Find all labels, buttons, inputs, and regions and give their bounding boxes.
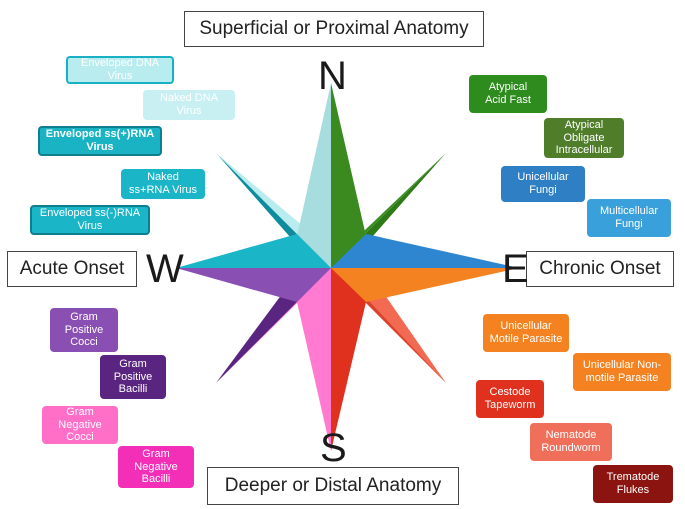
tag-naked-ss-plus-rna-virus: Naked ss+RNA Virus [121,169,205,199]
tag-trematode-flukes: Trematode Flukes [593,465,673,503]
letter-e: E [502,247,529,291]
tag-gram-negative-bacilli: Gram Negative Bacilli [118,446,194,488]
compass-point-e-top [331,234,519,268]
tag-unicellular-non-motile-parasite: Unicellular Non- motile Parasite [573,353,671,391]
letter-w: W [146,247,184,291]
tag-gram-negative-cocci: Gram Negative Cocci [42,406,118,444]
tag-enveloped-ss-minus-rna-virus: Enveloped ss(-)RNA Virus [30,205,150,235]
compass-point-w-bottom [176,268,331,302]
tag-enveloped-dna-virus: Enveloped DNA Virus [66,56,174,84]
tag-nematode-roundworm: Nematode Roundworm [530,423,612,461]
compass-point-s-right [331,268,366,451]
compass-point-n-right [331,83,366,268]
letter-s: S [320,426,347,470]
tag-naked-dna-virus: Naked DNA Virus [143,90,235,120]
tag-multicellular-fungi: Multicellular Fungi [587,199,671,237]
tag-unicellular-motile-parasite: Unicellular Motile Parasite [483,314,569,352]
tag-atypical-acid-fast: Atypical Acid Fast [469,75,547,113]
tag-unicellular-fungi: Unicellular Fungi [501,166,585,202]
tag-enveloped-ss-plus-rna-virus: Enveloped ss(+)RNA Virus [38,126,162,156]
tag-gram-positive-bacilli: Gram Positive Bacilli [100,355,166,399]
west-label: Acute Onset [7,251,137,287]
compass-point-e-bottom [331,268,519,302]
compass-point-s-left [297,268,331,451]
letter-n: N [318,54,347,98]
compass-point-n-left [297,83,331,268]
tag-cestode-tapeworm: Cestode Tapeworm [476,380,544,418]
east-label: Chronic Onset [526,251,674,287]
compass-point-w-top [176,234,331,268]
south-label: Deeper or Distal Anatomy [207,467,459,505]
tag-gram-positive-cocci: Gram Positive Cocci [50,308,118,352]
tag-atypical-obligate-intracellular: Atypical Obligate Intracellular [544,118,624,158]
north-label: Superficial or Proximal Anatomy [184,11,484,47]
